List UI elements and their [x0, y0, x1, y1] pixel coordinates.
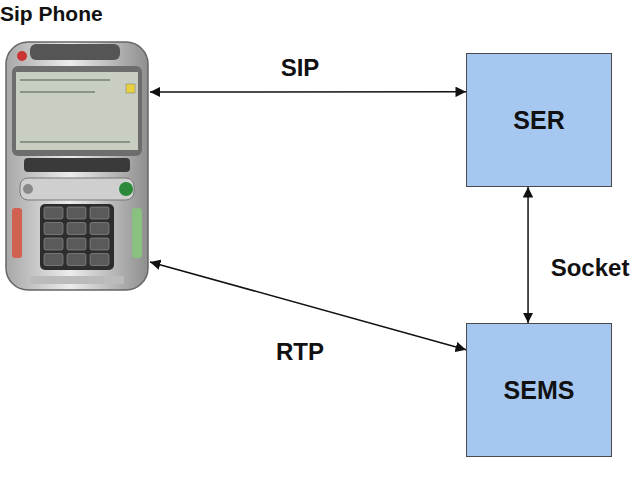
key — [67, 223, 86, 235]
phone-bottom — [30, 276, 124, 284]
phone-node: Sip Phone — [0, 0, 150, 292]
node-heading: Sip Phone — [0, 2, 103, 26]
key — [44, 207, 63, 219]
connector-arrow — [150, 262, 466, 350]
key — [90, 223, 109, 235]
nav-button — [23, 184, 33, 194]
screen-line — [20, 91, 95, 93]
phone-illustration — [0, 0, 160, 300]
key — [67, 254, 86, 266]
key — [67, 238, 86, 250]
key — [90, 254, 109, 266]
phone-shell — [6, 42, 148, 290]
phone-led — [17, 51, 27, 61]
function-row — [24, 158, 130, 172]
phone-screen — [16, 72, 138, 150]
screen-line — [20, 79, 110, 81]
phone-body — [6, 42, 148, 290]
phone-top-cap — [30, 44, 120, 60]
connector-arrow — [150, 91, 466, 93]
screen-line — [20, 141, 130, 143]
call-button — [119, 182, 133, 196]
key — [67, 207, 86, 219]
server-box: SEMS — [466, 323, 612, 457]
key — [44, 254, 63, 266]
edge-label: Socket — [551, 254, 630, 282]
side-slider — [132, 208, 142, 258]
screen-bezel — [12, 66, 142, 156]
key — [90, 207, 109, 219]
edge-label: RTP — [276, 338, 324, 366]
side-slider — [12, 208, 22, 258]
keypad — [40, 204, 114, 270]
key — [90, 238, 109, 250]
server-box: SER — [466, 53, 612, 187]
node-label: SEMS — [504, 376, 575, 405]
key — [44, 238, 63, 250]
keypad-keys — [44, 207, 109, 266]
edge-label: SIP — [281, 54, 320, 82]
node-label: SER — [513, 106, 564, 135]
connector-arrow — [527, 187, 529, 323]
nav-bar — [20, 178, 134, 200]
screen-icon — [126, 84, 135, 93]
key — [44, 223, 63, 235]
